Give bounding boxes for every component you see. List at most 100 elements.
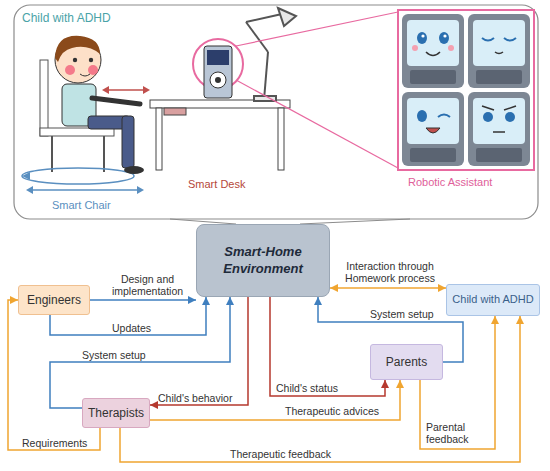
smart-desk — [278, 108, 284, 170]
child-figure — [122, 116, 134, 168]
robot-face — [505, 112, 515, 122]
connector — [420, 316, 495, 449]
edge-label: Therapeutic feedback — [230, 448, 331, 460]
robot-face — [438, 115, 450, 118]
smart-desk — [150, 100, 290, 170]
edge-label: Child's behavior — [158, 392, 232, 404]
child-figure — [73, 58, 77, 62]
desk-lamp — [246, 8, 296, 101]
robot-assistant — [210, 72, 226, 88]
smart-chair — [30, 189, 140, 191]
engineers-box: Engineers — [18, 285, 90, 315]
arrow-head — [10, 296, 18, 304]
connector — [120, 316, 520, 462]
smart-chair — [22, 172, 30, 180]
child-figure — [124, 166, 144, 174]
robot-assistant — [236, 12, 398, 46]
connector — [150, 297, 248, 405]
robot-face — [473, 20, 525, 66]
scene-panel — [14, 5, 538, 219]
node-text: Child with ADHD — [452, 293, 533, 307]
robot-assistant — [204, 46, 232, 98]
edge-label: Child's status — [276, 382, 338, 394]
arrow-head — [188, 296, 196, 304]
robot-face — [410, 148, 456, 162]
robot-face — [402, 14, 464, 88]
robot-face — [402, 14, 464, 88]
robot-face — [448, 45, 454, 51]
smart-chair — [22, 168, 134, 184]
child-figure — [55, 36, 100, 62]
connector — [90, 299, 196, 301]
part-label: Smart Chair — [52, 199, 111, 212]
robot-face — [443, 34, 446, 37]
child-figure — [65, 65, 75, 75]
node-text: Smart-Home Environment — [201, 244, 325, 277]
robot-face — [439, 32, 449, 44]
robot-face — [504, 106, 516, 110]
robot-assistant — [215, 77, 221, 83]
smart-chair — [137, 186, 144, 194]
robot-face — [476, 148, 522, 162]
smart-desk — [156, 108, 162, 170]
node-text: Engineers — [27, 293, 81, 308]
robot-face — [417, 110, 427, 122]
robot-face — [468, 14, 530, 88]
robot-face — [407, 20, 459, 66]
part-label: Smart Desk — [188, 178, 245, 191]
robot-face — [410, 70, 456, 84]
child-figure — [88, 65, 98, 75]
attention-arrow — [143, 86, 150, 94]
edge-label: Updates — [112, 322, 151, 334]
edge-label: System setup — [82, 349, 146, 361]
edge-label: Interaction through Homework process — [334, 260, 446, 284]
edge-label: Therapeutic advices — [285, 405, 379, 417]
robot-face — [402, 92, 464, 166]
robot-face — [483, 112, 493, 122]
arrow-head — [396, 380, 404, 388]
arrow-head — [491, 316, 499, 324]
edge-label: Requirements — [22, 437, 87, 449]
robot-face — [493, 131, 505, 133]
robot-face — [426, 52, 440, 56]
attention-arrow — [102, 86, 150, 94]
child-figure — [89, 58, 93, 62]
edge-label: System setup — [370, 308, 434, 320]
arrow-head — [516, 316, 524, 324]
edge-label: Design and implementation — [100, 273, 195, 297]
therapists-box: Therapists — [82, 398, 150, 428]
connector — [150, 380, 400, 420]
desk-lamp — [246, 14, 282, 22]
connector — [330, 287, 446, 289]
part-label: Robotic Assistant — [408, 176, 492, 189]
node-text: Therapists — [88, 406, 144, 421]
robot-assistant — [207, 50, 229, 65]
child-figure — [80, 74, 90, 76]
environment-box: Smart-Home Environment — [196, 224, 330, 297]
smart-chair — [40, 60, 48, 136]
connector — [270, 297, 385, 396]
smart-chair — [103, 136, 105, 172]
robot-face — [417, 32, 427, 44]
arrow-head — [314, 297, 322, 305]
robot-face — [412, 45, 418, 51]
smart-chair — [51, 136, 53, 172]
robot-faces-callout — [398, 10, 534, 170]
robot-face — [426, 128, 440, 133]
robot-face — [421, 34, 424, 37]
robot-assistant — [193, 12, 398, 168]
child-box: Child with ADHD — [446, 284, 540, 316]
robot-face — [468, 14, 530, 88]
part-label: Child with ADHD — [22, 12, 111, 26]
child-figure — [55, 36, 144, 174]
node-text: Parents — [386, 355, 427, 370]
robot-face — [473, 98, 525, 144]
robot-face — [495, 52, 503, 54]
desk-lamp — [264, 52, 268, 100]
edge-label: Parental feedback — [426, 421, 488, 445]
robot-face — [504, 38, 516, 41]
robot-face — [407, 98, 459, 144]
arrow-head — [202, 297, 210, 305]
arrow-head — [150, 401, 158, 409]
